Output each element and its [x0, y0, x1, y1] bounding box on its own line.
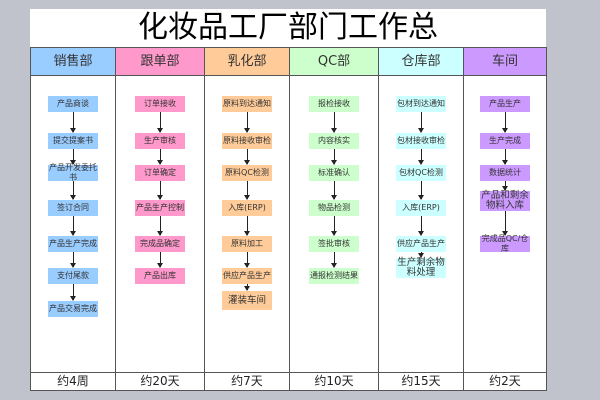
arrow-down-icon — [243, 252, 250, 268]
process-step: 通报检测结果 — [309, 268, 359, 284]
process-step: 入库(ERP) — [222, 200, 272, 216]
process-step: 原料QC检测 — [222, 165, 272, 181]
arrow-down-icon — [417, 252, 424, 258]
process-step: 内容核实 — [309, 133, 359, 149]
department-header: 车间 — [463, 47, 547, 76]
arrow-down-icon — [69, 112, 76, 133]
process-step: 包材接收审检 — [396, 133, 446, 149]
arrow-down-icon — [69, 284, 76, 301]
arrow-down-icon — [330, 149, 337, 165]
arrow-down-icon — [69, 252, 76, 268]
arrow-down-icon — [501, 211, 508, 236]
arrow-down-icon — [156, 216, 163, 236]
arrow-down-icon — [243, 181, 250, 200]
department-column — [463, 76, 547, 372]
arrow-down-icon — [243, 216, 250, 236]
process-step: 产品开发委托书 — [48, 163, 98, 182]
process-step: 产品交易完成 — [48, 301, 98, 317]
process-step: 签批审核 — [309, 236, 359, 252]
arrow-down-icon — [330, 112, 337, 133]
process-step: 标准确认 — [309, 165, 359, 181]
process-step: 完成品确定 — [135, 236, 185, 252]
arrow-down-icon — [330, 181, 337, 200]
arrow-down-icon — [243, 112, 250, 133]
arrow-down-icon — [330, 252, 337, 268]
process-step: 完成品QC/仓库 — [480, 234, 530, 253]
process-step: 产品和剩余物料入库 — [480, 190, 530, 211]
department-duration: 约15天 — [378, 372, 464, 391]
process-step: 提交提案书 — [48, 133, 98, 149]
process-step: 物品检测 — [309, 200, 359, 216]
department-header: 仓库部 — [378, 47, 464, 76]
arrow-down-icon — [156, 112, 163, 133]
process-step: 产品出库 — [135, 268, 185, 284]
arrow-down-icon — [330, 216, 337, 236]
process-step: 原料到达通知 — [222, 96, 272, 112]
process-step: 签订合同 — [48, 200, 98, 216]
arrow-down-icon — [417, 112, 424, 133]
arrow-down-icon — [417, 216, 424, 236]
arrow-down-icon — [417, 181, 424, 200]
arrow-down-icon — [69, 149, 76, 165]
arrow-down-icon — [501, 181, 508, 191]
process-step: 数据统计 — [480, 165, 530, 181]
arrow-down-icon — [69, 216, 76, 236]
arrow-down-icon — [156, 252, 163, 268]
process-step: 生产完成 — [480, 133, 530, 149]
process-step: 产品商谈 — [48, 96, 98, 112]
process-step: 入库(ERP) — [396, 200, 446, 216]
process-step: 订单确定 — [135, 165, 185, 181]
process-step: 原料接收审检 — [222, 133, 272, 149]
process-step: 原料加工 — [222, 236, 272, 252]
process-step: 订单接收 — [135, 96, 185, 112]
process-step: 产品生产控制 — [135, 200, 185, 216]
arrow-down-icon — [501, 149, 508, 165]
process-step: 产品生产 — [480, 96, 530, 112]
process-step: 包材QC检测 — [396, 165, 446, 181]
department-duration: 约10天 — [289, 372, 379, 391]
arrow-down-icon — [417, 149, 424, 165]
arrow-down-icon — [156, 149, 163, 165]
process-step: 生产剩余物料处理 — [396, 257, 446, 278]
process-step: 支付尾款 — [48, 268, 98, 284]
department-header: 销售部 — [30, 47, 116, 76]
department-duration: 约7天 — [204, 372, 290, 391]
flow-sheet: 化妆品工厂部门工作总 销售部约4周产品商谈提交提案书产品开发委托书签订合同产品生… — [30, 9, 547, 391]
process-step: 包材到达通知 — [396, 96, 446, 112]
arrow-down-icon — [69, 181, 76, 200]
arrow-down-icon — [501, 112, 508, 133]
arrow-down-icon — [243, 149, 250, 165]
arrow-down-icon — [156, 181, 163, 200]
department-duration: 约4周 — [30, 372, 116, 391]
process-step: 报检接收 — [309, 96, 359, 112]
department-header: 跟单部 — [115, 47, 205, 76]
department-header: 乳化部 — [204, 47, 290, 76]
process-step: 供应产品生产 — [222, 268, 272, 284]
process-step: 生产审核 — [135, 133, 185, 149]
department-duration: 约2天 — [463, 372, 547, 391]
department-duration: 约20天 — [115, 372, 205, 391]
page-title: 化妆品工厂部门工作总 — [138, 10, 438, 45]
arrow-down-icon — [243, 284, 250, 291]
process-step: 供应产品生产 — [396, 236, 446, 252]
process-step: 灌装车间 — [222, 291, 272, 310]
department-header: QC部 — [289, 47, 379, 76]
process-step: 产品生产完成 — [48, 236, 98, 252]
